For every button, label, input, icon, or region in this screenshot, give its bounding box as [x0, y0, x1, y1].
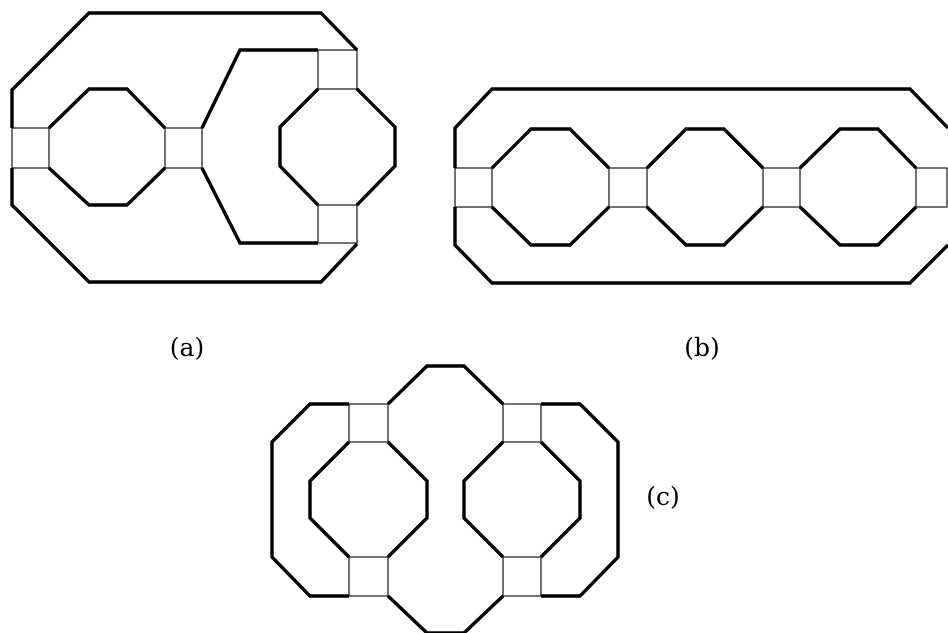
panel-c-top-cap [386, 364, 505, 406]
panel-c-left-octagon [308, 440, 429, 559]
panel-c-bottom-cap [386, 594, 505, 633]
panel-b-junction-1 [454, 167, 493, 208]
panel-a-junction-center [164, 127, 203, 169]
panel-b [453, 87, 948, 285]
panel-b-junction-3 [762, 167, 801, 208]
panel-b-octagon-3 [798, 127, 918, 247]
panel-a-label: (a) [170, 333, 204, 362]
panel-a [10, 11, 397, 284]
panel-c-label: (c) [646, 482, 680, 511]
panel-c-junction-bottom-left [348, 556, 389, 597]
panel-a-right-octagon [278, 87, 397, 207]
panel-c-junction-top-left [348, 403, 389, 443]
panel-a-inner-arc [200, 48, 318, 245]
panel-a-junction-bottom-right [317, 204, 358, 244]
panel-a-outer-bottom-path [10, 168, 359, 284]
panel-b-octagon-1 [490, 127, 611, 247]
panel-b-octagon-2 [645, 127, 765, 247]
panel-b-junction-2 [608, 167, 648, 208]
panel-c-junction-top-right [502, 403, 542, 443]
panel-b-outer-top-path [453, 87, 948, 168]
panel-c-outer-right-arc [541, 402, 620, 598]
panel-a-outer-top-path [10, 11, 359, 128]
panel-b-outer-bottom-path [453, 207, 948, 285]
panel-a-junction-left [11, 127, 50, 169]
panel-c-right-octagon [462, 440, 582, 559]
panel-c-outer-left-arc [270, 402, 349, 598]
panel-a-junction-top-right [317, 49, 358, 90]
panel-a-left-octagon [47, 87, 167, 207]
panel-b-junction-4 [915, 167, 948, 208]
panel-c-junction-bottom-right [502, 556, 542, 597]
panel-c [270, 364, 620, 633]
panel-b-label: (b) [684, 333, 720, 362]
